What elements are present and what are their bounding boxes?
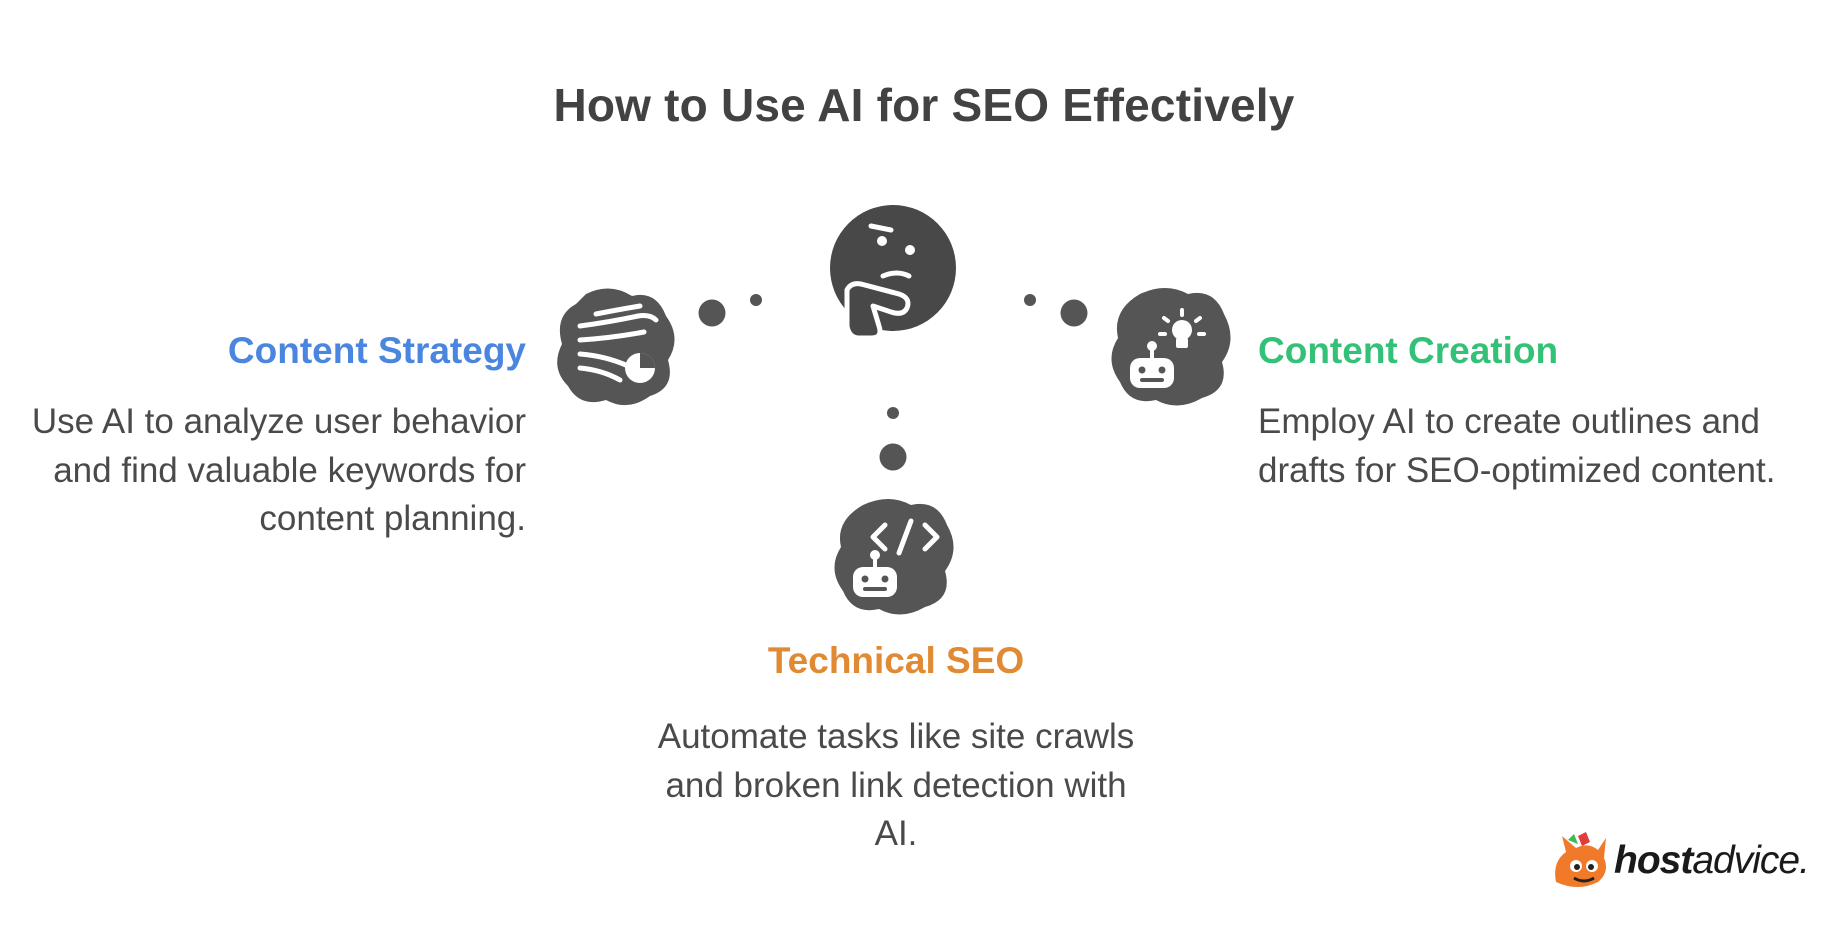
dot-bottom-large xyxy=(879,443,907,471)
hostadvice-logo: hostadvice. xyxy=(1548,832,1810,890)
dot-right-large xyxy=(1060,299,1088,327)
thinking-face-icon xyxy=(830,205,956,341)
content-strategy-heading: Content Strategy xyxy=(227,330,526,371)
technical-seo-text: Automate tasks like site crawls and brok… xyxy=(657,717,1135,853)
connector-dots xyxy=(698,294,1088,471)
dot-left-small xyxy=(750,294,762,306)
robot-idea-icon xyxy=(1111,288,1231,406)
dot-bottom-small xyxy=(887,407,899,419)
content-creation-text: Employ AI to create outlines and drafts … xyxy=(1258,402,1776,490)
content-creation-heading: Content Creation xyxy=(1258,330,1559,371)
technical-seo-heading: Technical SEO xyxy=(767,640,1025,681)
analytics-flow-icon xyxy=(557,288,675,406)
dot-right-small xyxy=(1024,294,1036,306)
fox-mascot-icon xyxy=(1555,832,1606,887)
page-title: How to Use AI for SEO Effectively xyxy=(553,79,1295,131)
dot-left-large xyxy=(698,299,726,327)
robot-code-icon xyxy=(834,499,954,615)
content-strategy-text: Use AI to analyze user behavior and find… xyxy=(31,402,526,538)
logo-wordmark: hostadvice. xyxy=(1614,839,1810,882)
